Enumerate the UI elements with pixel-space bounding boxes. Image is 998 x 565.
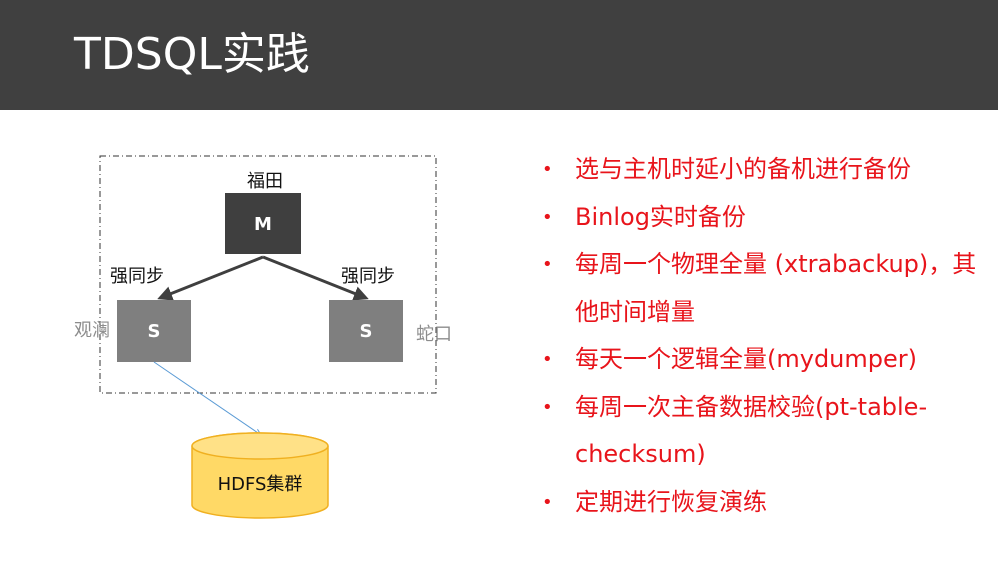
hdfs-cluster-cylinder[interactable]: HDFS集群 [191, 432, 329, 519]
bullet-item: •每周一个物理全量 (xtrabackup)，其他时间增量 [542, 250, 977, 326]
slave-node-right-label: S [360, 321, 373, 342]
bullet-item: •每天一个逻辑全量(mydumper) [542, 345, 917, 373]
hdfs-cluster-label: HDFS集群 [218, 474, 303, 495]
sync-arrow-left [157, 255, 264, 301]
master-location-label: 福田 [247, 171, 283, 192]
slave-node-left[interactable] [117, 300, 191, 362]
slave-right-location-label: 蛇口 [416, 324, 452, 345]
master-node[interactable] [225, 193, 301, 254]
slave-left-location-label: 观澜 [74, 320, 110, 341]
bullet-item: •Binlog实时备份 [542, 202, 746, 231]
backup-arrow [153, 361, 261, 435]
bullet-list: •选与主机时延小的备机进行备份 •Binlog实时备份 •每周一个物理全量 (x… [542, 146, 992, 526]
sync-arrow-right [262, 255, 369, 301]
cylinder-top [191, 432, 329, 460]
sync-label-right: 强同步 [341, 266, 395, 287]
cluster-boundary [99, 155, 437, 394]
master-node-label: M [254, 214, 272, 235]
slave-node-left-label: S [148, 321, 161, 342]
bullet-item: •定期进行恢复演练 [542, 487, 767, 516]
sync-label-left: 强同步 [110, 266, 164, 287]
header-bar: TDSQL实践 [0, 0, 998, 110]
bullet-item: •每周一次主备数据校验(pt-table-checksum) [542, 392, 928, 469]
slave-node-right[interactable] [329, 300, 403, 362]
bullet-item: •选与主机时延小的备机进行备份 [542, 155, 911, 183]
page-title: TDSQL实践 [74, 29, 310, 80]
